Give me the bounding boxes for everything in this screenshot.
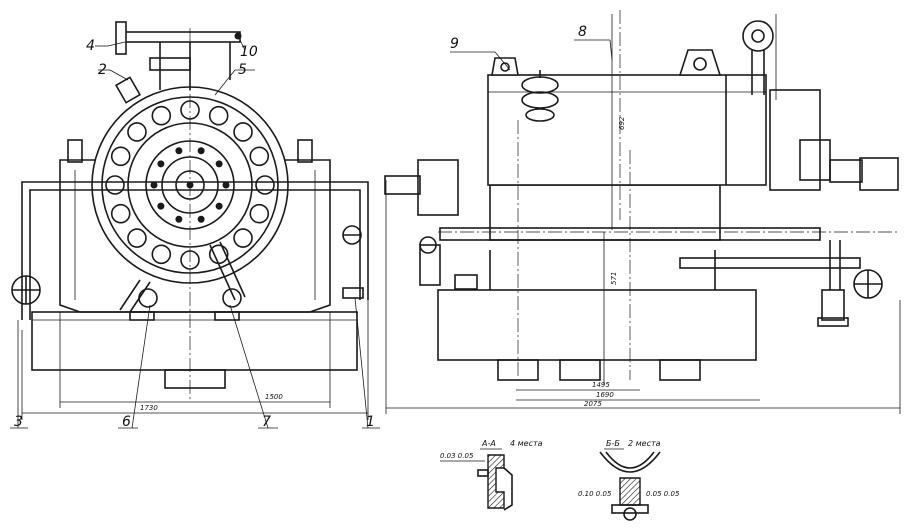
front-view: 1500 1730 4 2 10 5 3 6 7 1: [10, 21, 380, 430]
flange-bolt: [151, 105, 172, 126]
section-a-title: А-А: [481, 439, 496, 448]
dim-side-3: 2075: [584, 400, 602, 408]
flange-bolt: [127, 122, 147, 142]
section-b-note-left: 0.10 0.05: [578, 490, 612, 498]
callout-5: 5: [238, 62, 247, 78]
callout-10: 10: [240, 44, 258, 60]
inner-bolt: [157, 202, 165, 210]
side-base: [437, 289, 757, 361]
callout-7: 7: [262, 414, 271, 430]
flange-bolt: [249, 146, 270, 167]
front-housing: [59, 159, 331, 313]
flange-bolt: [233, 122, 253, 142]
inner-bolt: [222, 181, 230, 189]
flange-bolt: [233, 228, 253, 248]
inner-bolt: [157, 160, 165, 168]
front-base-plate: [31, 311, 358, 371]
inner-bolt: [197, 215, 205, 223]
inner-bolt: [197, 147, 205, 155]
section-a-detail: А-А 4 места 0.03 0.05: [440, 439, 543, 511]
section-b-note-right: 0.05 0.05: [646, 490, 680, 498]
flange-bolt: [110, 203, 131, 224]
front-base-foot: [164, 369, 226, 389]
callout-8: 8: [578, 24, 587, 40]
flange-bolt: [249, 203, 270, 224]
callout-4: 4: [86, 38, 95, 54]
inner-bolt: [175, 215, 183, 223]
dim-front-outer: 1730: [140, 404, 158, 412]
flange-bolt: [255, 175, 275, 195]
section-a-suffix: 4 места: [510, 439, 543, 448]
callout-2: 2: [98, 62, 107, 78]
inner-bolt: [215, 160, 223, 168]
callout-3: 3: [14, 414, 23, 430]
section-b-detail: Б-Б 2 места 0.10 0.05 0.05 0.05: [578, 439, 680, 521]
front-top-pipe: [21, 181, 369, 195]
section-b-suffix: 2 места: [628, 439, 661, 448]
section-a-note: 0.03 0.05: [440, 452, 474, 460]
dim-front-inner: 1500: [265, 393, 283, 401]
flange-bolt: [208, 105, 229, 126]
inner-bolt: [215, 202, 223, 210]
flange-bolt: [105, 175, 125, 195]
dim-side-upper: 692: [618, 116, 626, 130]
side-view: 692 571 1495 1690 2075 8 9: [384, 10, 901, 414]
flange-bolt: [110, 146, 131, 167]
callout-6: 6: [122, 414, 131, 430]
section-b-title: Б-Б: [606, 439, 620, 448]
inner-bolt: [175, 147, 183, 155]
flange-bolt: [127, 228, 147, 248]
flange-bolt: [151, 244, 172, 265]
dim-side-1: 1495: [592, 381, 610, 389]
top-lifting-bar: [119, 31, 241, 43]
side-left-equipment: [417, 159, 459, 216]
dim-side-lower: 571: [610, 272, 618, 285]
dim-side-2: 1690: [596, 391, 614, 399]
callout-1: 1: [366, 414, 375, 430]
inner-bolt: [150, 181, 158, 189]
callout-9: 9: [450, 36, 459, 52]
